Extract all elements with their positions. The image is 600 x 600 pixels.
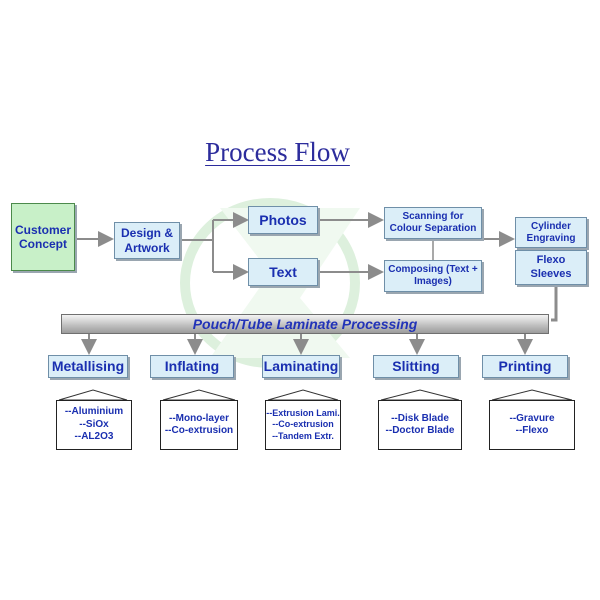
detail-item: --Tandem Extr. (272, 430, 334, 441)
detail-item: --Disk Blade (391, 412, 449, 424)
process-inflating: Inflating (150, 355, 234, 378)
node-scanning: Scanning for Colour Separation (384, 207, 482, 239)
arrow-flexo-banner (551, 285, 558, 322)
note-pointer-laminating (267, 389, 339, 401)
details-inflating: --Mono-layer --Co-extrusion (160, 400, 238, 450)
node-text: Text (248, 258, 318, 286)
detail-item: --Mono-layer (169, 412, 229, 424)
detail-item: --Extrusion Lami. (266, 408, 340, 419)
node-design-artwork: Design & Artwork (114, 222, 180, 259)
page-title: Process Flow (205, 137, 350, 167)
note-pointer-inflating (162, 389, 236, 401)
note-pointer-metallising (58, 389, 128, 401)
note-pointer-printing (491, 389, 573, 401)
node-composing: Composing (Text + Images) (384, 260, 482, 292)
process-printing: Printing (482, 355, 568, 378)
details-slitting: --Disk Blade --Doctor Blade (378, 400, 462, 450)
details-laminating: --Extrusion Lami. --Co-extrusion --Tande… (265, 400, 341, 450)
node-flexo-sleeves: Flexo Sleeves (515, 250, 587, 285)
node-cylinder-engraving: Cylinder Engraving (515, 217, 587, 248)
processing-banner: Pouch/Tube Laminate Processing (61, 314, 549, 334)
detail-item: --AL2O3 (74, 431, 114, 443)
process-laminating: Laminating (262, 355, 340, 378)
node-photos: Photos (248, 206, 318, 234)
process-metallising: Metallising (48, 355, 128, 378)
process-slitting: Slitting (373, 355, 459, 378)
detail-item: --Co-extrusion (272, 419, 334, 430)
node-customer-concept: Customer Concept (11, 203, 75, 271)
detail-item: --Gravure (509, 412, 555, 424)
detail-item: --Aluminium (64, 406, 124, 418)
details-printing: --Gravure --Flexo (489, 400, 575, 450)
detail-item: --Flexo (515, 425, 549, 436)
detail-item: --Co-extrusion (164, 425, 234, 436)
detail-item: --SiOx (79, 418, 109, 430)
note-pointer-slitting (380, 389, 460, 401)
details-metallising: --Aluminium --SiOx --AL2O3 (56, 400, 132, 450)
detail-item: --Doctor Blade (385, 425, 455, 436)
